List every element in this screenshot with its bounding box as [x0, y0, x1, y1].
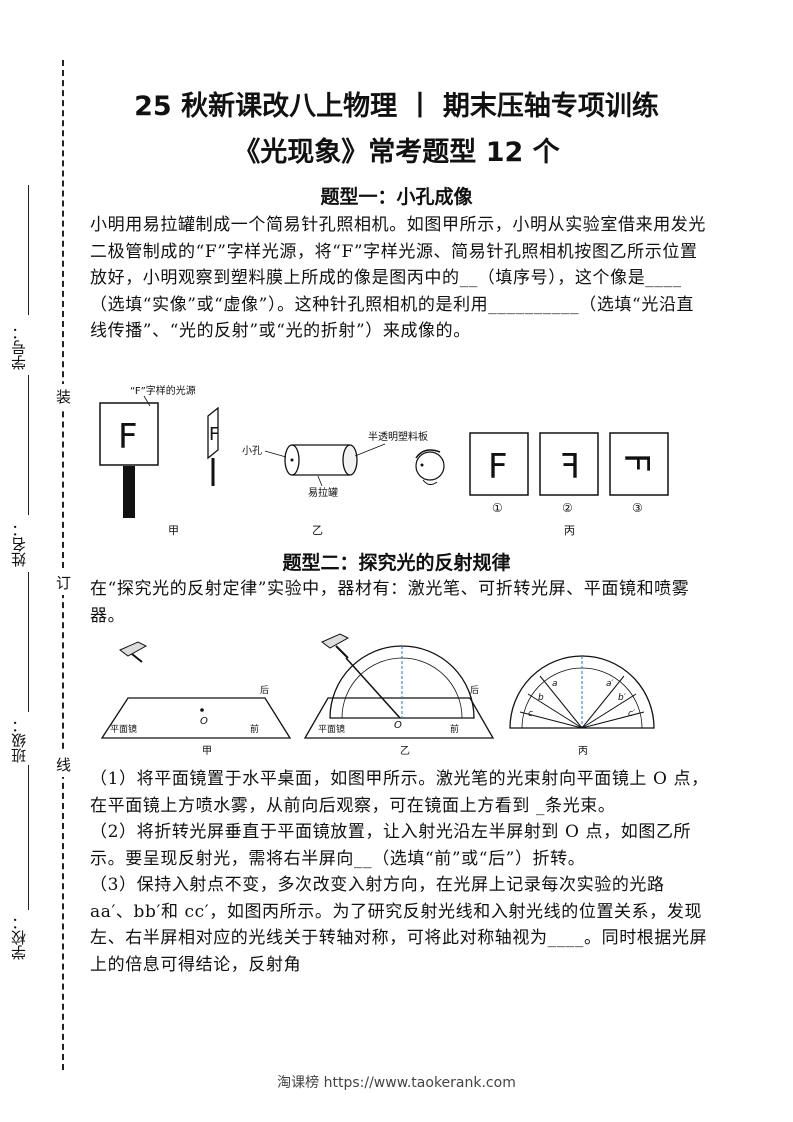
front-label-b: 前	[450, 723, 459, 735]
ray-b-label: b	[538, 693, 544, 703]
binding-char-zhuang: 装	[56, 384, 72, 409]
binding-margin: 学号： 姓名： 班级： 学校： 装 订 线	[0, 0, 80, 1122]
mirror-label-b: 平面镜	[318, 723, 345, 735]
mirror-plane-a	[100, 697, 292, 739]
answer-line	[28, 765, 29, 910]
question-1: （1）将平面镜置于水平桌面，如图甲所示。激光笔的光束射向平面镜上 O 点，在平面…	[90, 769, 709, 816]
binding-dashed-line	[62, 60, 64, 1070]
section1-text: 小明用易拉罐制成一个简易针孔照相机。如图甲所示，小明从实验室借来用发光二极管制成…	[90, 212, 710, 345]
mirror-plane-b	[303, 697, 495, 739]
fig-label-bing-2: 丙	[578, 746, 588, 757]
label-student-id: 学号：	[10, 325, 28, 370]
incident-ray-b	[345, 657, 401, 719]
answer-line	[28, 572, 29, 712]
label-school: 学校：	[10, 915, 28, 960]
source-label: “F”字样的光源	[130, 384, 196, 397]
option-1-F: F	[488, 447, 508, 487]
point-O-a: O	[200, 716, 208, 727]
mirror-label-a: 平面镜	[110, 723, 137, 735]
translucent-film	[342, 444, 358, 476]
section2-intro-text: 在“探究光的反射定律”实验中，器材有：激光笔、可折转光屏、平面镜和喷雾器。	[90, 579, 690, 626]
option-2-box	[539, 432, 599, 496]
answer-line	[28, 185, 29, 315]
hole-label: 小孔	[242, 445, 262, 457]
fig-label-jia: 甲	[168, 524, 179, 537]
fig-label-bing: 丙	[564, 524, 575, 537]
binding-char-ding: 订	[56, 570, 72, 595]
section2-intro: 在“探究光的反射定律”实验中，器材有：激光笔、可折转光屏、平面镜和喷雾器。	[90, 576, 710, 629]
reflection-figure: 平面镜 后 前 O 甲 平面镜 后 前 O 乙 a b c a′ b′ c′ 丙	[100, 633, 655, 757]
ray-a-label: a	[552, 679, 558, 689]
ray-c-label: c	[528, 709, 533, 719]
protractor-screen-b	[329, 645, 475, 719]
label-class: 班级：	[10, 718, 28, 763]
answer-line	[28, 375, 29, 515]
light-source-board	[99, 402, 159, 466]
point-O-b: O	[394, 720, 402, 731]
laser-pen-hand	[119, 641, 148, 657]
option-1-number: ①	[492, 501, 503, 515]
section1-heading: 题型一：小孔成像	[320, 186, 473, 208]
protractor-screen-c	[509, 655, 655, 729]
source-F-glyph: F	[118, 417, 138, 457]
ray-c2-label: c′	[628, 709, 635, 719]
source-side-F: F	[209, 424, 219, 445]
question-2: （2）将折转光屏垂直于平面镜放置，让入射光沿左半屏射到 O 点，如图乙所示。要呈…	[90, 822, 692, 869]
fig-label-yi: 乙	[312, 524, 323, 537]
pinhole-figure: F “F”字样的光源 F 甲 小孔 易拉罐 半透明塑料板 乙 F F F ① ②	[99, 384, 669, 537]
ray-a2-label: a′	[606, 679, 614, 689]
option-3-number: ③	[632, 501, 643, 515]
page-title: 25 秋新课改八上物理 丨 期末压轴专项训练	[134, 91, 659, 122]
binding-char-xian: 线	[56, 752, 72, 777]
section2-questions: （1）将平面镜置于水平桌面，如图甲所示。激光笔的光束射向平面镜上 O 点，在平面…	[90, 766, 710, 978]
footer-watermark: 淘课榜 https://www.taokerank.com	[277, 1075, 516, 1091]
question-3: （3）保持入射点不变，多次改变入射方向，在光屏上记录每次实验的光路 aa′、bb…	[90, 875, 708, 975]
back-label-b: 后	[470, 685, 479, 696]
ray-b2-label: b′	[618, 693, 626, 703]
section1-paragraph: 小明用易拉罐制成一个简易针孔照相机。如图甲所示，小明从实验室借来用发光二极管制成…	[90, 215, 706, 341]
front-label-a: 前	[250, 723, 259, 735]
option-2-number: ②	[562, 501, 573, 515]
option-2-F: F	[560, 447, 580, 487]
can-label: 易拉罐	[308, 486, 338, 499]
observer-head	[415, 451, 445, 481]
page-subtitle: 《光现象》常考题型 12 个	[233, 137, 560, 168]
fig-label-jia-2: 甲	[202, 746, 212, 757]
film-label: 半透明塑料板	[368, 430, 428, 443]
section2-heading: 题型二：探究光的反射规律	[282, 552, 511, 574]
back-label-a: 后	[260, 685, 269, 696]
fig-label-yi-2: 乙	[400, 745, 410, 757]
option-3-box	[609, 432, 669, 496]
source-stand	[123, 466, 135, 518]
source-side-view	[207, 406, 219, 460]
option-3-F: F	[616, 453, 656, 473]
option-1-box	[469, 432, 529, 496]
